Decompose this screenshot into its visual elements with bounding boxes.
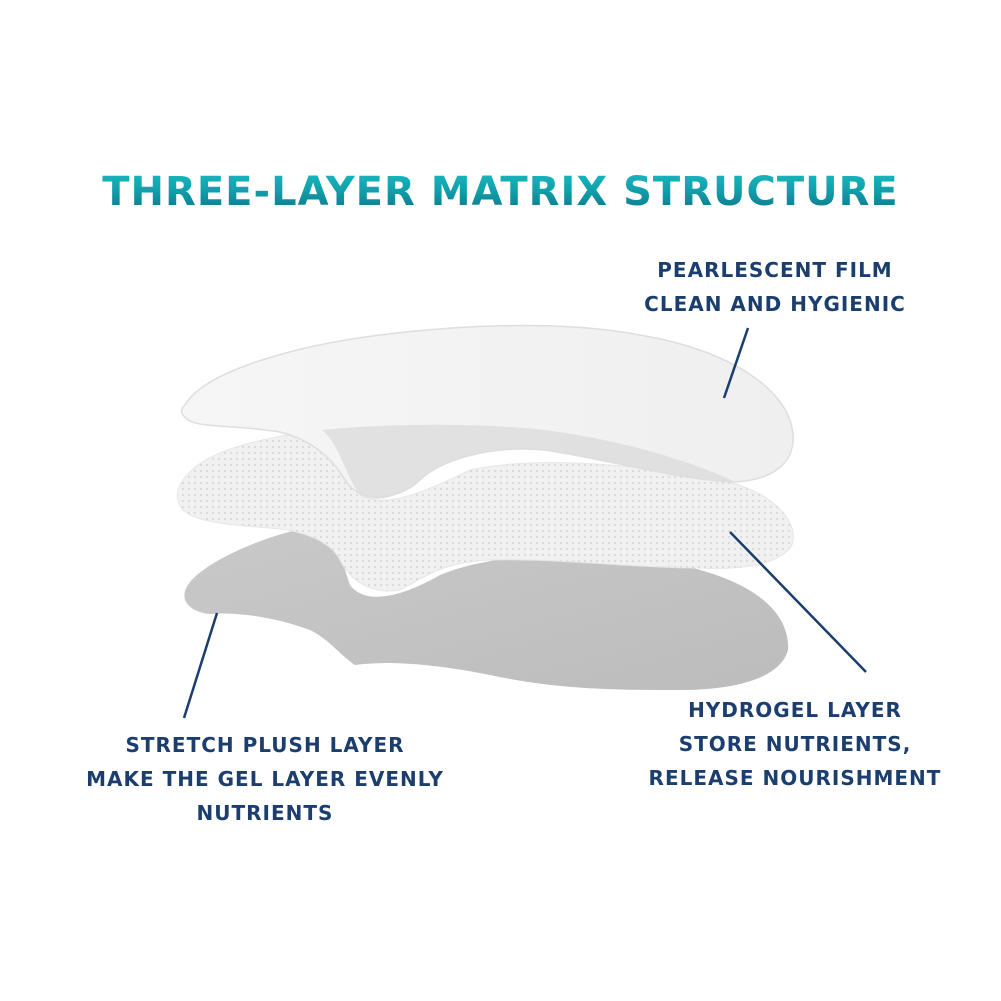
hydrogel-layer-line-3: RELEASE NOURISHMENT <box>648 766 942 790</box>
diagram-title: THREE-LAYER MATRIX STRUCTURE <box>0 160 1001 224</box>
film-layer-line-1: PEARLESCENT FILM <box>657 258 893 282</box>
film-layer-line-2: CLEAN AND HYGIENIC <box>644 292 906 316</box>
connector-line-middle <box>729 531 867 673</box>
hydrogel-layer-label: HYDROGEL LAYER STORE NUTRIENTS, RELEASE … <box>620 693 970 795</box>
hydrogel-layer-line-2: STORE NUTRIENTS, <box>678 732 912 756</box>
plush-layer-line-1: STRETCH PLUSH LAYER <box>125 733 405 757</box>
plush-layer-label: STRETCH PLUSH LAYER MAKE THE GEL LAYER E… <box>40 728 490 830</box>
film-layer-label: PEARLESCENT FILM CLEAN AND HYGIENIC <box>620 253 930 321</box>
plush-layer-line-3: NUTRIENTS <box>196 801 334 825</box>
connector-line-bottom <box>182 612 219 719</box>
hydrogel-layer-shape <box>176 429 794 592</box>
plush-layer-line-2: MAKE THE GEL LAYER EVENLY <box>86 767 444 791</box>
connector-line-top <box>722 327 750 399</box>
film-overlap-shadow <box>322 424 735 500</box>
hydrogel-layer-line-1: HYDROGEL LAYER <box>688 698 902 722</box>
